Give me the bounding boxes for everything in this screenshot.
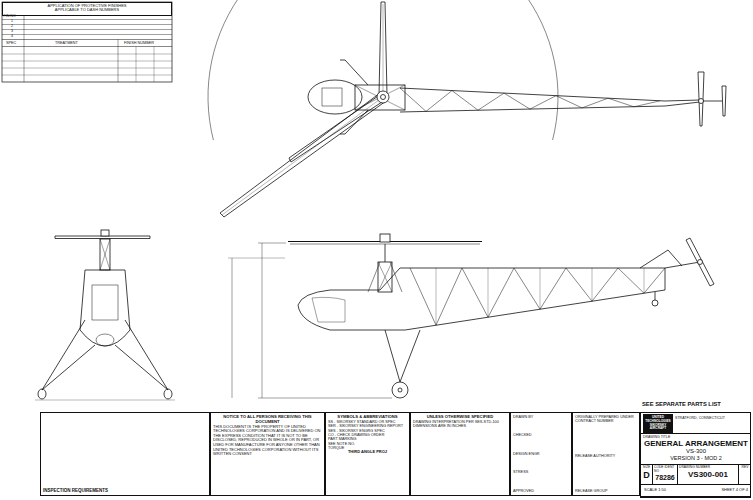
box-text: STRESS	[513, 470, 569, 474]
table-cell: 4	[11, 35, 13, 39]
box-text: APPROVED	[513, 489, 569, 493]
revision-cell: REV	[738, 464, 751, 485]
signature-box: DRAWN BY CHECKED DESIGN ENGR STRESS APPROVED	[510, 412, 572, 496]
release-box: ORIGINALLY PREPARED UNDER CONTRACT NUMBE…	[572, 412, 640, 496]
tolerance-box: UNLESS OTHERWISE SPECIFIEDDRAWING INTERP…	[410, 412, 510, 496]
box-text: DRAWING INTERPRETATION PER SES-STD-100	[413, 420, 507, 424]
box-text: THIRD ANGLE PROJ	[328, 450, 407, 455]
symbols-box: SYMBOLS & ABBREVIATIONSSS - SIKORSKY STA…	[325, 412, 410, 496]
box-text: VS300-001	[679, 470, 737, 479]
table-heading: FINISH NUMBER	[124, 41, 154, 45]
finish-table-header: APPLICATION OF PROTECTIVE FINISHESAPPLIC…	[2, 2, 172, 16]
box-text: SS - SIKORSKY STANDARD OR SPEC	[328, 420, 407, 424]
box-text: STRATFORD, CONNECTICUT	[675, 416, 748, 420]
scale-sheet-row: SCALE 1:50 SHEET 4 OF 4	[640, 484, 751, 497]
box-text: DRAWING NUMBER	[679, 466, 737, 470]
notice-box: NOTICE TO ALL PERSONS RECEIVING THIS DOC…	[210, 412, 325, 496]
box-text: DESIGN ENGR	[513, 452, 569, 456]
box-text: VERSION 3 - MOD 2	[643, 455, 749, 461]
box-text: GENERAL ARRANGEMENT	[643, 439, 749, 448]
box-text: D	[642, 470, 651, 480]
box-text: RELEASE AUTHORITY	[575, 454, 637, 458]
table-cell: 2	[11, 25, 13, 29]
box-text: CODE IDENT NO	[654, 466, 676, 474]
box-text: UNLESS OTHERWISE SPECIFIED	[413, 415, 507, 420]
box-text: SIKORSKY AIRCRAFT	[645, 424, 671, 431]
box-text: DIMENSIONS ARE IN INCHES	[413, 424, 507, 428]
box-text: REV	[740, 466, 750, 470]
box-text: SYMBOLS & ABBREVIATIONS	[328, 415, 407, 420]
code-cell: CODE IDENT NO78286	[652, 464, 678, 485]
table-heading: FIN NO	[4, 15, 16, 19]
box-text: UNITED TECHNOLOGIES	[645, 416, 671, 423]
parts-list-note: SEE SEPARATE PARTS LIST	[642, 401, 721, 407]
box-text: CO - CHECK DRAWING ORDER	[328, 433, 407, 437]
box-text: ORIGINALLY PREPARED UNDER CONTRACT NUMBE…	[575, 415, 637, 424]
box-text: SCALE 1:50	[644, 488, 666, 493]
title-block: STRATFORD, CONNECTICUTUNITED TECHNOLOGIE…	[640, 412, 751, 498]
box-text: 78286	[654, 474, 676, 482]
table-cell: 1	[11, 20, 13, 24]
box-text: INSPECTION REQUIREMENTS	[43, 488, 207, 493]
box-text: SIZE	[642, 466, 651, 470]
box-text: THIS DOCUMENT IS THE PROPERTY OF UNITED …	[213, 425, 322, 457]
box-text: CHECKED	[513, 433, 569, 437]
box-text: SER - SIKORSKY ENGINEERING REPORT	[328, 424, 407, 428]
box-text: RELEASE GROUP	[575, 489, 637, 493]
company-logo: UNITED TECHNOLOGIESSIKORSKY AIRCRAFT	[643, 414, 673, 433]
box-text: VS-300	[643, 448, 749, 455]
box-text: DRAWING TITLE	[643, 435, 749, 439]
box-text: APPLICABLE TO DASH NUMBERS	[5, 8, 169, 13]
box-text: NOTICE TO ALL PERSONS RECEIVING THIS DOC…	[213, 415, 322, 425]
table-heading: TREATMENT	[55, 41, 78, 45]
box-text: SEE NOTE NO.	[328, 442, 407, 446]
drawing-title-cell: DRAWING TITLEGENERAL ARRANGEMENTVS-300VE…	[640, 433, 751, 465]
inspection-box: INSPECTION REQUIREMENTS	[40, 412, 210, 496]
drawing-number-cell: DRAWING NUMBERVS300-001	[677, 464, 739, 485]
box-text: SES - SIKORSKY ENGRG SPEC	[328, 429, 407, 433]
table-cell: 3	[11, 30, 13, 34]
box-text: DRAWN BY	[513, 415, 569, 419]
box-text: PART MARKING	[328, 437, 407, 441]
table-heading: SPEC	[6, 41, 16, 45]
box-text: SHEET 4 OF 4	[721, 488, 748, 493]
